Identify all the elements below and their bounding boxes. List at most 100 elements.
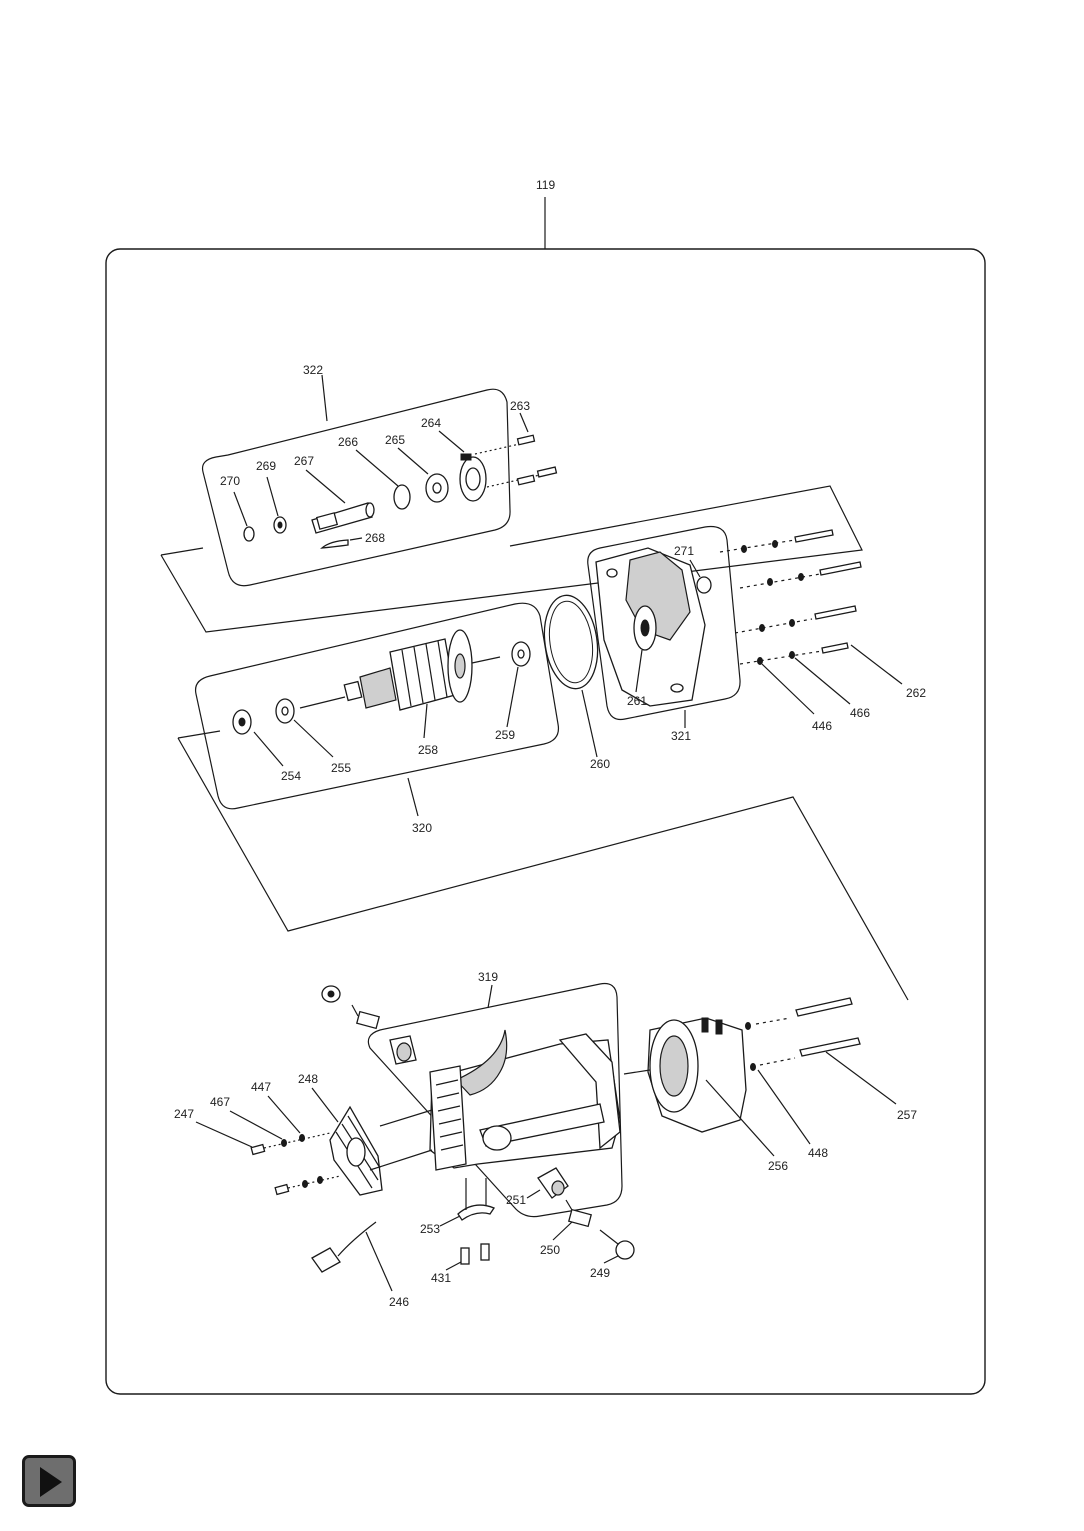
label-446: 446 [812,719,832,733]
bolt-row-4 [739,642,849,665]
label-268: 268 [365,531,385,545]
leader-250 [552,1221,573,1241]
leader-256 [705,1079,775,1157]
part-319-handle-grip [454,1029,508,1096]
leader-258 [423,703,428,739]
part-259-bore [517,649,525,659]
part-250-carbon-brush [567,1208,593,1228]
leader-248 [311,1087,339,1123]
leader-448 [757,1069,811,1145]
label-448: 448 [808,1146,828,1160]
screw-axis-247 [263,1132,331,1149]
cap-axis [599,1229,619,1245]
brush-spring-top [351,1004,359,1017]
label-271: 271 [674,544,694,558]
leader-261 [635,649,643,693]
label-262: 262 [906,686,926,700]
leader-246 [365,1231,393,1292]
label-258: 258 [418,743,438,757]
leader-466 [794,657,851,705]
group-322-outline [201,388,511,587]
part-319-brush-port [482,1125,512,1151]
leader-257 [825,1051,897,1105]
label-255: 255 [331,761,351,775]
leader-255 [293,719,334,758]
label-253: 253 [420,1222,440,1236]
part-258-shaft [471,656,501,664]
part-264-tab [460,453,472,461]
group-320-outline [194,602,560,810]
leader-319 [487,984,493,1009]
part-321-bore-center [640,619,650,637]
part-256-terminal-b [715,1019,723,1035]
part-255-bore [281,706,289,716]
part-258-shaft-end [343,680,363,702]
label-250: 250 [540,1243,560,1257]
part-268-key [320,539,349,549]
part-246-plug [311,1247,341,1273]
label-260: 260 [590,757,610,771]
part-447-washer [299,1134,305,1142]
part-263-screw-c [516,474,536,486]
label-321: 321 [671,729,691,743]
group-319-outline [367,982,623,1218]
bolt-axis-a [755,1017,791,1025]
leader-447 [267,1095,301,1134]
plane-edge-lower [177,730,221,739]
label-270: 270 [220,474,240,488]
label-264: 264 [421,416,441,430]
part-257-bolt-b [799,1037,861,1057]
part-258-commutator [359,667,397,709]
plane-edge [160,547,204,556]
label-247: 247 [174,1107,194,1121]
label-119: 119 [536,178,555,192]
part-254-bore [238,717,246,727]
label-266: 266 [338,435,358,449]
bolt-row-3 [734,605,857,634]
leader-265 [397,447,429,475]
leader-322 [321,374,328,422]
bolt-row-1 [719,529,834,553]
label-259: 259 [495,728,515,742]
part-269-hole [277,521,283,529]
leader-254 [253,731,284,767]
next-page-button[interactable] [22,1455,76,1507]
leader-467 [229,1110,283,1140]
leader-251 [526,1189,541,1199]
label-249: 249 [590,1266,610,1280]
leader-263 [519,412,529,433]
label-320: 320 [412,821,432,835]
play-triangle-icon [40,1467,62,1497]
armature-axis [299,696,346,709]
part-321-mount-hole [670,683,684,693]
stator-axis [623,1069,651,1075]
leader-431 [445,1261,462,1271]
part-267-end [365,502,375,518]
brush-spring-bottom [565,1199,573,1211]
leader-260 [581,689,598,758]
leader-264 [438,430,465,453]
leader-271 [689,559,701,578]
label-257: 257 [897,1108,917,1122]
assembly-frame [105,248,986,1395]
label-254: 254 [281,769,301,783]
label-261: 261 [627,694,647,708]
part-319-vent-slots [435,1079,464,1151]
label-246: 246 [389,1295,409,1309]
leader-259 [506,666,519,728]
part-448-washer-b [750,1063,756,1071]
part-263-screw-b [536,466,558,478]
part-251-face [551,1180,565,1196]
part-264-inner [465,467,481,491]
part-447-washer-b [317,1176,323,1184]
label-267: 267 [294,454,314,468]
leader-320 [407,777,419,817]
part-246-cable [337,1221,377,1257]
part-brush-holder-top-face [396,1042,412,1062]
part-265-bore [432,482,442,494]
label-466: 466 [850,706,870,720]
bolt-axis-b [759,1057,796,1066]
part-256-stator-bore [659,1035,689,1097]
part-467-washer-b [302,1180,308,1188]
